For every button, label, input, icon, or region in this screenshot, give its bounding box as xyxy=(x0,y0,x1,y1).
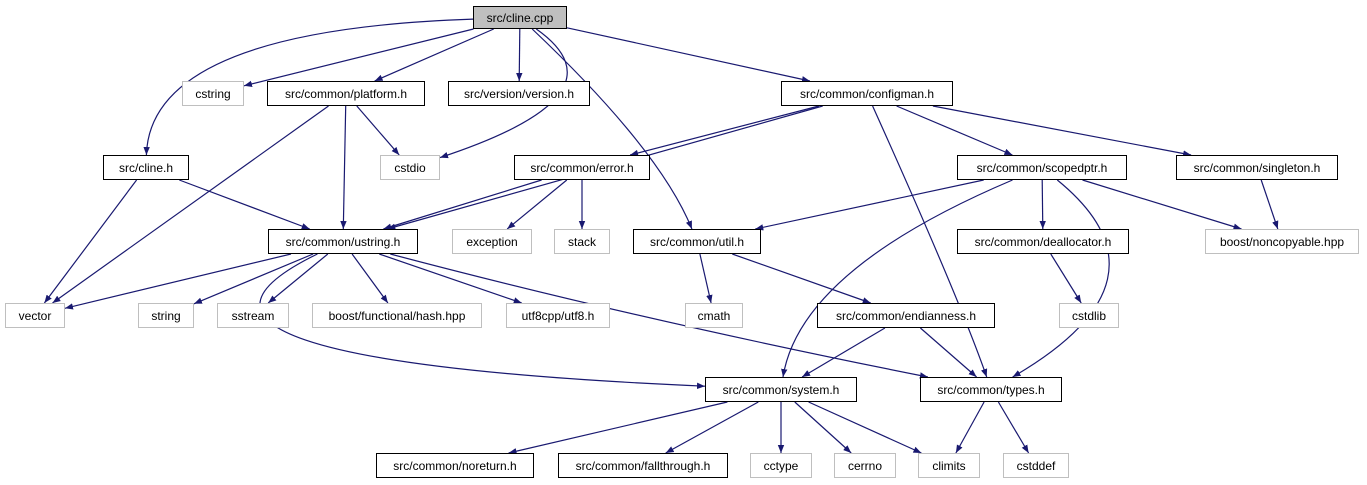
node-noncopyable-hpp: boost/noncopyable.hpp xyxy=(1205,229,1359,254)
edge-ustring-h-to-hash-hpp xyxy=(351,253,389,304)
node-configman-h[interactable]: src/common/configman.h xyxy=(781,81,953,106)
edge-ustring-h-to-system-h xyxy=(259,253,706,390)
edge-system-h-to-cerrno xyxy=(794,401,852,454)
node-cstring: cstring xyxy=(182,81,244,106)
edge-cline-cpp-to-cline-h xyxy=(143,18,474,156)
edge-system-h-to-fallthrough-h xyxy=(665,401,759,454)
node-version-h[interactable]: src/version/version.h xyxy=(448,81,590,106)
node-cstdlib: cstdlib xyxy=(1059,303,1119,328)
edge-error-h-to-ustring-h xyxy=(383,179,542,230)
node-stack: stack xyxy=(554,229,610,254)
edge-ustring-h-to-vector xyxy=(64,253,292,310)
node-vector: vector xyxy=(5,303,65,328)
edge-cline-cpp-to-util-h xyxy=(531,28,693,230)
node-boost-functional-hash-hpp: boost/functional/hash.hpp xyxy=(312,303,482,328)
edge-configman-h-to-scopedptr-h xyxy=(896,105,1013,156)
node-climits: climits xyxy=(918,453,980,478)
edge-ustring-h-to-string xyxy=(193,253,314,305)
edge-scopedptr-h-to-util-h xyxy=(755,179,984,231)
edge-endianness-h-to-types-h xyxy=(920,327,977,378)
edge-types-h-to-climits xyxy=(955,401,985,454)
edge-cline-h-to-vector xyxy=(43,179,138,304)
node-util-h[interactable]: src/common/util.h xyxy=(633,229,761,254)
edge-util-h-to-endianness-h xyxy=(732,253,871,304)
node-endianness-h[interactable]: src/common/endianness.h xyxy=(817,303,995,328)
edge-cline-cpp-to-configman-h xyxy=(566,27,811,83)
edge-cline-h-to-ustring-h xyxy=(179,179,310,230)
node-cstddef: cstddef xyxy=(1003,453,1069,478)
node-cerrno: cerrno xyxy=(834,453,896,478)
node-error-h[interactable]: src/common/error.h xyxy=(514,155,650,180)
node-exception: exception xyxy=(452,229,532,254)
edge-platform-h-to-cstdio xyxy=(356,105,400,156)
node-cline-h[interactable]: src/cline.h xyxy=(103,155,189,180)
node-cstdio: cstdio xyxy=(380,155,440,180)
node-sstream: sstream xyxy=(217,303,289,328)
node-utf8cpp-utf8-h: utf8cpp/utf8.h xyxy=(506,303,610,328)
edge-endianness-h-to-system-h xyxy=(801,327,886,378)
edge-ustring-h-to-types-h xyxy=(390,253,929,379)
node-cctype: cctype xyxy=(750,453,812,478)
edge-system-h-to-noreturn-h xyxy=(508,401,728,455)
edge-cline-cpp-to-version-h xyxy=(516,28,523,82)
edge-singleton-h-to-noncopyable-hpp xyxy=(1260,179,1279,230)
node-deallocator-h[interactable]: src/common/deallocator.h xyxy=(957,229,1129,254)
edge-scopedptr-h-to-types-h xyxy=(1012,179,1110,378)
edge-platform-h-to-vector xyxy=(52,105,329,304)
edge-configman-h-to-error-h xyxy=(629,105,820,157)
edge-configman-h-to-types-h xyxy=(872,105,988,378)
edge-cline-cpp-to-cstring xyxy=(243,28,474,87)
edge-scopedptr-h-to-system-h xyxy=(781,179,1013,378)
edge-util-h-to-cmath xyxy=(699,253,713,304)
node-ustring-h[interactable]: src/common/ustring.h xyxy=(268,229,418,254)
node-noreturn-h[interactable]: src/common/noreturn.h xyxy=(376,453,534,478)
edge-deallocator-h-to-cstdlib xyxy=(1050,253,1082,304)
edge-ustring-h-to-utf8-h xyxy=(379,253,522,304)
edge-types-h-to-cstddef xyxy=(997,401,1030,454)
node-singleton-h[interactable]: src/common/singleton.h xyxy=(1176,155,1338,180)
node-cline-cpp: src/cline.cpp xyxy=(473,6,567,29)
edge-scopedptr-h-to-deallocator-h xyxy=(1039,179,1046,230)
edge-cline-cpp-to-platform-h xyxy=(374,28,494,82)
node-string: string xyxy=(138,303,194,328)
edge-scopedptr-h-to-noncopyable-hpp xyxy=(1082,179,1242,230)
node-fallthrough-h[interactable]: src/common/fallthrough.h xyxy=(558,453,728,478)
node-scopedptr-h[interactable]: src/common/scopedptr.h xyxy=(957,155,1127,180)
node-cmath: cmath xyxy=(685,303,743,328)
edge-configman-h-to-singleton-h xyxy=(932,105,1192,157)
edge-error-h-to-exception xyxy=(506,179,568,230)
node-platform-h[interactable]: src/common/platform.h xyxy=(267,81,425,106)
edge-platform-h-to-ustring-h xyxy=(340,105,347,230)
edge-system-h-to-climits xyxy=(808,401,922,454)
node-system-h[interactable]: src/common/system.h xyxy=(705,377,857,402)
node-types-h[interactable]: src/common/types.h xyxy=(920,377,1062,402)
edge-ustring-h-to-sstream xyxy=(267,253,329,304)
